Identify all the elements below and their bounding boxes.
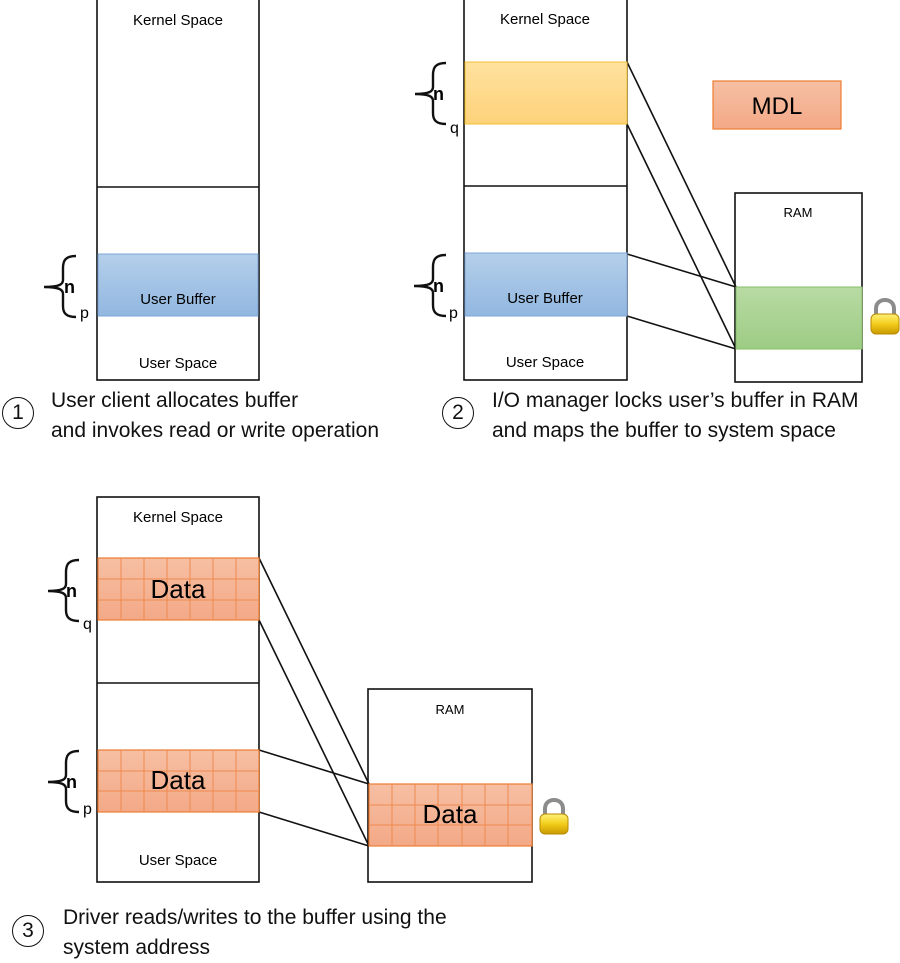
caption-line: system address: [63, 936, 211, 959]
brace-icon: [43, 254, 77, 319]
data-label: Data: [151, 574, 206, 604]
address-space-box: [96, 0, 260, 381]
address-space-box: [96, 496, 260, 883]
mapping-lines: [258, 557, 370, 847]
panel-1: Kernel Space User Buffer User Space n p: [43, 0, 260, 381]
size-n-label: n: [64, 277, 75, 297]
address-q-label: q: [83, 616, 92, 633]
caption-line: Driver reads/writes to the buffer using …: [63, 906, 447, 929]
panel-3: Data Data Kernel Space User Space n q n …: [47, 496, 569, 883]
size-n-label: n: [433, 276, 444, 296]
user-buffer: [464, 252, 628, 317]
brace-icon: [47, 558, 80, 623]
step-2-caption: I/O manager locks user’s buffer in RAM a…: [492, 386, 859, 446]
user-buffer-label: User Buffer: [507, 290, 583, 307]
user-data-buffer: Data: [97, 749, 260, 813]
user-space-label: User Space: [139, 852, 217, 869]
address-space-box: [463, 0, 628, 381]
panel-2: Kernel Space User Buffer User Space n q …: [413, 0, 900, 383]
ram-data-pages: Data: [368, 783, 533, 847]
size-n-label: n: [66, 772, 77, 792]
address-p-label: p: [449, 305, 458, 322]
mapping-lines: [626, 61, 737, 350]
step-3-badge: 3: [12, 915, 44, 947]
size-n-label: n: [433, 84, 444, 104]
kernel-space-label: Kernel Space: [133, 12, 223, 29]
mdl-label: MDL: [752, 93, 803, 120]
caption-line: User client allocates buffer: [51, 389, 299, 412]
kernel-data-buffer: Data: [97, 557, 260, 621]
step-2-badge: 2: [442, 397, 474, 429]
lock-icon: [870, 297, 900, 335]
caption-line: and invokes read or write operation: [51, 419, 380, 442]
locked-ram-pages: [735, 286, 863, 350]
mdl-box: [712, 80, 842, 130]
kernel-space-label: Kernel Space: [133, 509, 223, 526]
step-3-caption: Driver reads/writes to the buffer using …: [63, 903, 447, 963]
data-label: Data: [423, 799, 478, 829]
user-buffer-label: User Buffer: [140, 291, 216, 308]
address-p-label: p: [83, 801, 92, 818]
address-q-label: q: [450, 120, 459, 137]
ram-label: RAM: [784, 205, 813, 220]
caption-line: I/O manager locks user’s buffer in RAM: [492, 389, 859, 412]
user-buffer: [97, 253, 259, 317]
data-label: Data: [151, 765, 206, 795]
step-1-caption: User client allocates buffer and invokes…: [51, 386, 379, 446]
brace-icon: [413, 253, 447, 318]
user-space-label: User Space: [506, 354, 584, 371]
step-1-badge: 1: [2, 397, 34, 429]
lock-icon: [539, 797, 569, 835]
kernel-mapped-buffer: [464, 61, 628, 125]
brace-icon: [414, 61, 447, 126]
brace-icon: [47, 749, 80, 814]
kernel-space-label: Kernel Space: [500, 11, 590, 28]
ram-label: RAM: [436, 702, 465, 717]
address-p-label: p: [80, 305, 89, 322]
user-space-label: User Space: [139, 355, 217, 372]
caption-line: and maps the buffer to system space: [492, 419, 836, 442]
size-n-label: n: [66, 581, 77, 601]
